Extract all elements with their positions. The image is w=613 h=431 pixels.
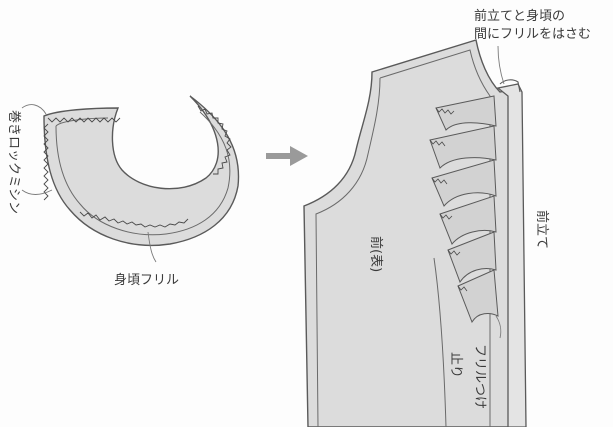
label-frill-tsuke: フリルつけ: [472, 344, 487, 409]
inner-line: [433, 257, 447, 428]
ruffle-2: [429, 125, 497, 169]
right-arrow-icon: [266, 146, 308, 166]
ruffle-zigzag: [429, 107, 468, 292]
label-makirokku: 巻きロックミシン: [6, 110, 21, 214]
frill-piece: [21, 95, 240, 263]
label-hasamu-line1: 前立てと身頃の: [474, 8, 565, 24]
zigzag-outer: [43, 105, 232, 201]
frill-shape: [43, 95, 240, 247]
leader-mihaba-frill: [147, 231, 157, 263]
leader-frill-tsuke: [495, 315, 502, 339]
label-mihaba-frill: 身頃フリル: [114, 272, 179, 288]
ruffle-1: [435, 95, 497, 131]
bodice-seam: [315, 49, 491, 428]
zigzag-bottom: [79, 211, 189, 228]
label-maedate: 前立て: [534, 210, 550, 249]
label-dome: 止り: [448, 352, 463, 378]
label-hasamu-line2: 間にフリルをはさむ: [474, 27, 591, 42]
ruffle-5: [447, 231, 497, 284]
label-mae-omote: 前(表): [368, 236, 384, 272]
ruffle-6: [457, 269, 499, 324]
leader-makirokku: [21, 104, 53, 195]
placket-fold: [499, 79, 521, 93]
leader-hasamu: [497, 45, 505, 85]
ruffle-3: [431, 159, 497, 207]
ruffle-4: [439, 195, 497, 245]
ruffle-frills: [429, 95, 499, 324]
